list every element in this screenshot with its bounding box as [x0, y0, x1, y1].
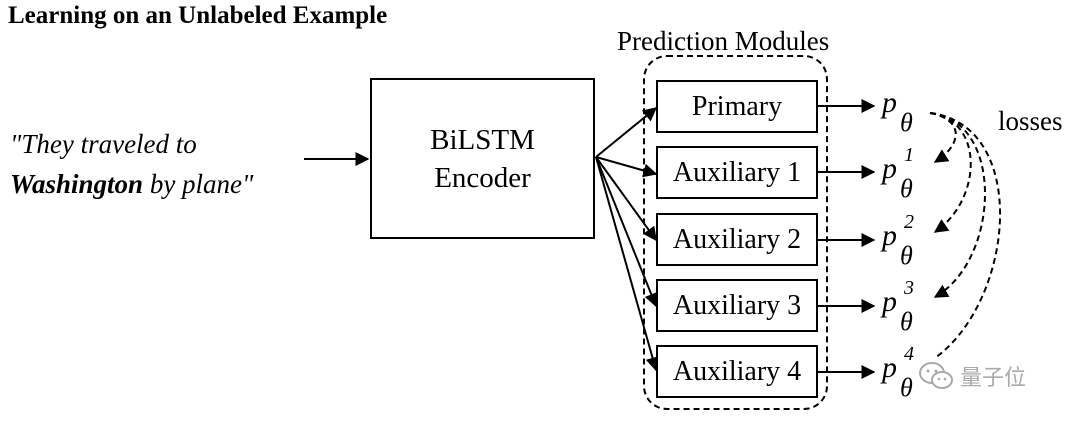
bilstm-encoder-box: BiLSTM Encoder — [370, 78, 595, 239]
diagram-title: Learning on an Unlabeled Example — [8, 2, 388, 29]
watermark: 量子位 — [918, 360, 1026, 392]
watermark-text: 量子位 — [960, 366, 1027, 391]
loss-arrow-2 — [929, 112, 972, 233]
auxiliary-1-module: Auxiliary 1 — [656, 146, 818, 199]
loss-arrow-4 — [929, 112, 1001, 359]
output-superscript: 3 — [904, 277, 914, 299]
module-label: Auxiliary 2 — [672, 223, 802, 255]
prediction-modules-title: Prediction Modules — [617, 26, 830, 56]
output-subscript: θ — [900, 174, 913, 203]
auxiliary-4-output-label: p 4 θ — [882, 343, 914, 402]
input-sentence-line-2: Washington by plane" — [10, 164, 253, 204]
loss-arrow-3 — [929, 112, 986, 298]
auxiliary-2-module: Auxiliary 2 — [656, 213, 818, 266]
output-superscript: 4 — [904, 343, 914, 365]
input-sentence: "They traveled to Washington by plane" — [10, 124, 253, 204]
loss-arrow-1 — [929, 112, 957, 163]
output-superscript: 1 — [904, 144, 914, 166]
auxiliary-1-output-label: p 1 θ — [882, 144, 914, 203]
losses-label: losses — [998, 106, 1063, 136]
auxiliary-3-output-label: p 3 θ — [882, 277, 914, 336]
input-sentence-rest: by plane" — [143, 169, 254, 199]
primary-output-label: p θ — [882, 86, 913, 137]
encoder-to-auxiliary-3-arrow — [595, 156, 658, 308]
output-subscript: θ — [900, 373, 913, 402]
output-base: p — [882, 152, 897, 185]
module-label: Auxiliary 1 — [672, 156, 802, 188]
output-superscript: 2 — [904, 211, 914, 233]
encoder-label-line-1: BiLSTM — [430, 123, 535, 156]
primary-module: Primary — [656, 80, 818, 133]
encoder-to-primary-arrow — [595, 107, 658, 158]
prediction-modules-group — [643, 55, 828, 410]
highlighted-word: Washington — [10, 169, 144, 199]
output-base: p — [882, 86, 897, 119]
auxiliary-4-module: Auxiliary 4 — [656, 345, 818, 398]
input-sentence-line-1: "They traveled to — [10, 129, 197, 159]
output-subscript: θ — [900, 307, 913, 336]
output-subscript: θ — [900, 108, 913, 137]
module-label: Primary — [691, 90, 783, 122]
output-subscript: θ — [900, 241, 913, 270]
encoder-to-auxiliary-4-arrow — [595, 156, 660, 372]
encoder-label-line-2: Encoder — [434, 161, 531, 194]
auxiliary-3-module: Auxiliary 3 — [656, 279, 818, 332]
encoder-to-auxiliary-1-arrow — [595, 156, 658, 178]
output-base: p — [882, 351, 897, 384]
output-base: p — [882, 219, 897, 252]
module-label: Auxiliary 3 — [672, 289, 802, 321]
output-base: p — [882, 285, 897, 318]
module-label: Auxiliary 4 — [672, 355, 802, 387]
wechat-icon — [919, 362, 953, 389]
encoder-to-auxiliary-2-arrow — [595, 156, 657, 242]
auxiliary-2-output-label: p 2 θ — [882, 211, 914, 270]
